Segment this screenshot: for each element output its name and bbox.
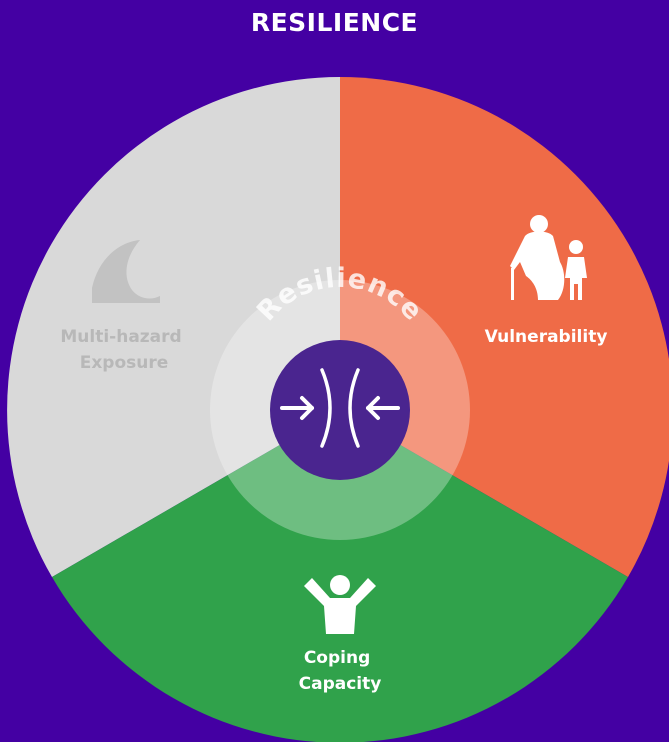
- hub-circle: [270, 340, 410, 480]
- segment-exposure: [7, 77, 341, 577]
- coping-label: Coping Capacity: [299, 648, 382, 694]
- elder-and-child-icon: [510, 215, 587, 300]
- wave-icon: [92, 240, 160, 303]
- segment-vulnerability: [340, 77, 669, 577]
- page-title: RESILIENCE: [250, 8, 419, 37]
- person-relaxed-icon: [304, 575, 376, 634]
- converging-arrows-icon: [280, 368, 400, 448]
- vulnerability-label: Vulnerability: [485, 327, 608, 347]
- exposure-label: Multi-hazard Exposure: [60, 327, 187, 373]
